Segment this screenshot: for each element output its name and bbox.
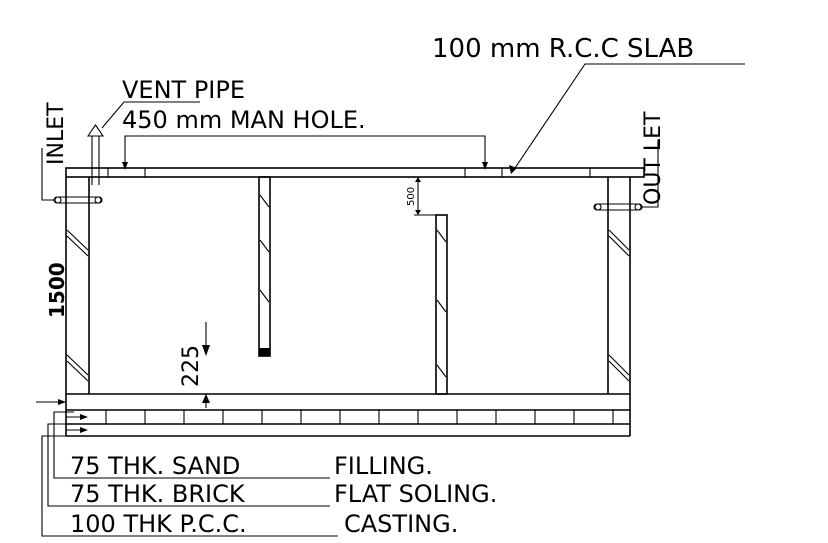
inlet-pipe [53,196,103,204]
svg-text:500: 500 [406,187,417,206]
sand-filling-label-b: FILLING. [334,452,433,480]
svg-text:225: 225 [179,345,204,387]
brick-flat-soling [105,410,614,424]
pcc-casting-label-a: 100 THK P.C.C. [70,510,247,538]
outlet-pipe [593,203,643,211]
brick-soling-label-b: FLAT SOLING. [334,480,497,508]
slab-label: 100 mm R.C.C SLAB [432,34,694,64]
layer-arrows [36,399,88,433]
dim-500: 500 [406,176,440,216]
left-wall [65,177,90,436]
dim-225: 225 [179,322,210,408]
brick-soling-label-a: 75 THK. BRICK [70,480,246,508]
vent-pipe [86,124,105,185]
partition-wall [435,214,448,395]
inlet-label: INLET [44,102,69,165]
inlet-baffle [258,176,271,357]
manhole-label: 450 mm MAN HOLE. [122,106,366,134]
pcc-casting-label-b: CASTING. [344,510,458,538]
floor-layers [66,393,630,437]
vent-pipe-label: VENT PIPE [122,76,245,104]
outlet-label: OUT LET [641,111,666,205]
right-wall [607,177,631,436]
sand-filling-label-a: 75 THK. SAND [70,452,240,480]
dim-1500: 1500 [45,262,69,318]
rcc-slab [65,167,645,178]
